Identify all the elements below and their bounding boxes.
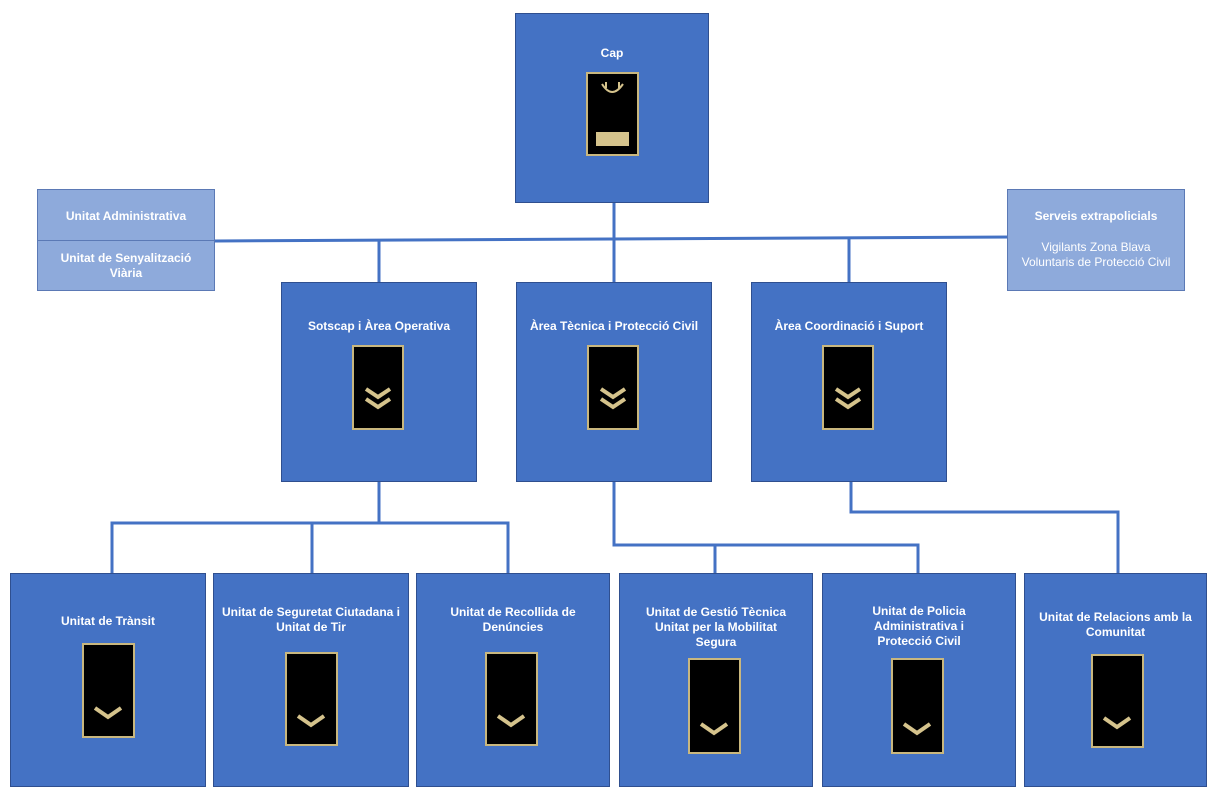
cap-box: Cap — [515, 13, 709, 203]
single-chevron-epaulette-icon — [82, 643, 135, 738]
area-title: Àrea Tècnica i Protecció Civil — [529, 319, 699, 333]
cap-title: Cap — [600, 46, 624, 60]
unit-box-5: Unitat de Policia Administrativa i Prote… — [822, 573, 1016, 787]
connector-area1-unit3 — [379, 521, 510, 573]
unitat-administrativa-label: Unitat Administrativa — [65, 209, 187, 223]
unit-title: Unitat de Relacions amb la Comunitat — [1039, 610, 1192, 639]
serveis-extrapolicials-label: Serveis extrapolicials — [1034, 209, 1158, 223]
area-box-3: Àrea Coordinació i Suport — [751, 282, 947, 482]
connector-area2-units — [612, 482, 920, 573]
area-box-2: Àrea Tècnica i Protecció Civil — [516, 282, 712, 482]
left-side-box: Unitat Administrativa Unitat de Senyalit… — [37, 189, 215, 291]
single-chevron-epaulette-icon — [891, 658, 944, 754]
unit-box-1: Unitat de Trànsit — [10, 573, 206, 787]
single-chevron-epaulette-icon — [285, 652, 338, 746]
connector-area3-unit6 — [849, 482, 1120, 573]
unit-title: Unitat de Trànsit — [60, 614, 155, 628]
side-box-divider — [38, 240, 214, 241]
unit-title: Unitat de Gestió Tècnica Unitat per la M… — [645, 605, 787, 649]
double-chevron-epaulette-icon — [822, 345, 874, 430]
unit-title: Unitat de Seguretat Ciutadana i Unitat d… — [221, 605, 401, 634]
unit-title: Unitat de Policia Administrativa i Prote… — [872, 604, 966, 648]
area-box-1: Sotscap i Àrea Operativa — [281, 282, 477, 482]
unit-box-6: Unitat de Relacions amb la Comunitat — [1024, 573, 1207, 787]
unit-box-2: Unitat de Seguretat Ciutadana i Unitat d… — [213, 573, 409, 787]
unit-box-4: Unitat de Gestió Tècnica Unitat per la M… — [619, 573, 813, 787]
connector-area1-units — [110, 482, 381, 573]
double-chevron-epaulette-icon — [352, 345, 404, 430]
right-side-box: Serveis extrapolicials Vigilants Zona Bl… — [1007, 189, 1185, 291]
area-title: Àrea Coordinació i Suport — [774, 319, 924, 333]
unit-box-3: Unitat de Recollida de Denúncies — [416, 573, 610, 787]
single-chevron-epaulette-icon — [1091, 654, 1144, 748]
cap-epaulette-icon — [586, 72, 639, 156]
unitat-senyalitzacio-label: Unitat de Senyalització Viària — [60, 251, 192, 280]
unit-title: Unitat de Recollida de Denúncies — [450, 605, 576, 634]
vigilants-zona-blava-label: Vigilants Zona Blava — [1041, 240, 1151, 254]
double-chevron-epaulette-icon — [587, 345, 639, 430]
voluntaris-proteccio-civil-label: Voluntaris de Protecció Civil — [1021, 255, 1171, 269]
area-title: Sotscap i Àrea Operativa — [307, 319, 451, 333]
single-chevron-epaulette-icon — [485, 652, 538, 746]
single-chevron-epaulette-icon — [688, 658, 741, 754]
